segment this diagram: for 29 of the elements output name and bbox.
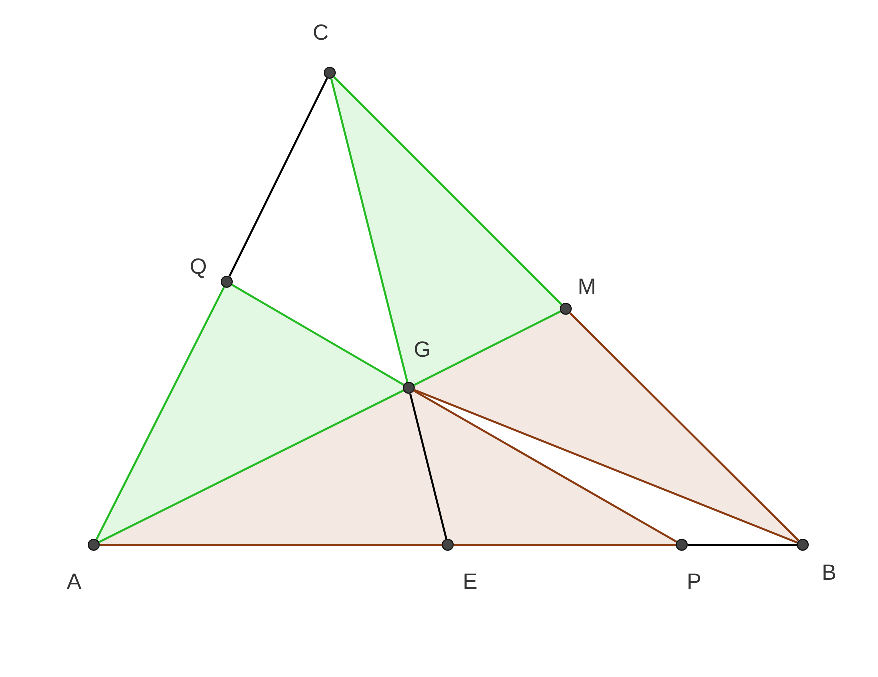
- point-label: M: [578, 276, 596, 298]
- point-label: A: [67, 571, 82, 593]
- point-label: G: [414, 339, 432, 361]
- line-segment: [414, 389, 798, 544]
- point-label: B: [822, 562, 837, 584]
- line-segment: [688, 544, 797, 546]
- line-segment: [330, 78, 409, 382]
- line-segment: [414, 310, 562, 386]
- line-segment: [228, 78, 328, 278]
- point-label: E: [463, 571, 478, 593]
- point-label: P: [687, 571, 702, 593]
- point-label: C: [313, 22, 329, 44]
- line-segment: [96, 286, 226, 540]
- line-segment: [409, 394, 448, 540]
- line-segment: [334, 76, 562, 306]
- line-segment: [100, 544, 442, 546]
- line-segment: [414, 390, 678, 543]
- point: [797, 539, 809, 551]
- line-segment: [98, 390, 404, 544]
- line-segment: [232, 284, 404, 386]
- point: [88, 539, 100, 551]
- point: [324, 67, 336, 79]
- point: [676, 539, 688, 551]
- point: [442, 539, 454, 551]
- point: [560, 303, 572, 315]
- line-segment: [570, 312, 800, 542]
- point-label: Q: [190, 256, 208, 278]
- line-segment: [454, 544, 676, 546]
- point: [221, 276, 233, 288]
